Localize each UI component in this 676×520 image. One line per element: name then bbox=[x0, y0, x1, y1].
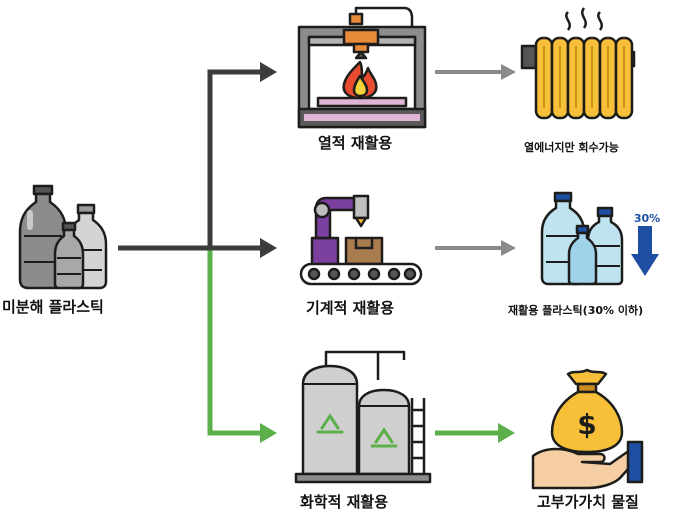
3d-printer-fire-icon bbox=[297, 6, 427, 129]
radiator-heater-icon bbox=[520, 7, 636, 120]
plastic-bottles-icon bbox=[18, 184, 108, 290]
mechanical-arrow-head bbox=[260, 238, 277, 258]
chemical-tanks-icon bbox=[294, 350, 432, 484]
connector-arrows bbox=[118, 62, 516, 443]
mechanical-method-label: 기계적 재활용 bbox=[306, 299, 395, 317]
chemical-method-label: 화학적 재활용 bbox=[300, 493, 389, 511]
thermal-outcome-label: 열에너지만 회수가능 bbox=[524, 141, 619, 154]
chemical-arrow-head bbox=[260, 423, 277, 443]
chemical-outcome-label: 고부가가치 물질 bbox=[537, 493, 639, 511]
money-bag-hand-icon: $ bbox=[531, 368, 644, 490]
robot-arm-conveyor-icon bbox=[299, 194, 423, 286]
thermal-path-arrow bbox=[207, 69, 262, 248]
thermal-arrow-head bbox=[260, 62, 277, 82]
chemical-path-arrow bbox=[207, 248, 262, 436]
down-arrow-icon bbox=[631, 226, 659, 276]
percent-badge: 30% bbox=[634, 212, 660, 225]
mechanical-outcome-label: 재활용 플라스틱(30% 이하) bbox=[508, 304, 644, 317]
thermal-method-label: 열적 재활용 bbox=[318, 134, 393, 152]
source-label: 미분해 플라스틱 bbox=[2, 298, 104, 316]
svg-text:$: $ bbox=[577, 408, 596, 441]
recycled-bottles-icon bbox=[540, 191, 624, 286]
recycle-symbol-icon bbox=[316, 413, 398, 448]
